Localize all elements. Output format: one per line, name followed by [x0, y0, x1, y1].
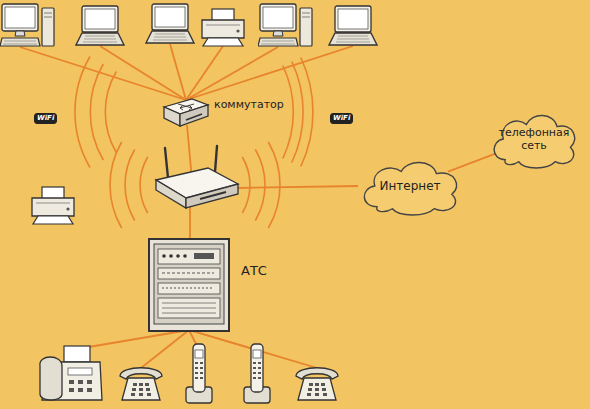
node-label: Интернет [365, 180, 455, 193]
cordless-phone [186, 344, 212, 403]
wifi-wave [292, 62, 303, 162]
cable [186, 47, 278, 100]
router-antenna [215, 146, 217, 172]
wifi-wave [90, 65, 103, 160]
wifi-wave [110, 143, 121, 228]
cable [186, 46, 223, 100]
laptop [76, 6, 124, 45]
switch-shape [162, 96, 210, 128]
printer [202, 9, 244, 46]
wifi-wave [105, 72, 116, 152]
pbx-box: АТС [148, 238, 230, 332]
node-label: коммутатор [214, 98, 284, 111]
pbx-cabinet-shape [148, 238, 230, 332]
router-lights [200, 192, 226, 199]
wifi-logo: WiFi [330, 113, 353, 124]
cable [189, 205, 191, 240]
internet-cloud: Интернет [355, 155, 465, 217]
router-antenna [165, 148, 168, 178]
router-side [156, 180, 186, 208]
wifi-waves [75, 57, 313, 228]
network-link [448, 152, 499, 171]
cable [186, 46, 353, 100]
wifi-wave [283, 66, 293, 158]
wifi-logo: WiFi [34, 113, 57, 124]
cable [141, 330, 189, 368]
network-switch: коммутатор [162, 96, 210, 128]
cable-group [20, 44, 358, 368]
router [156, 146, 238, 208]
cable [170, 44, 186, 100]
wifi-wave [301, 58, 313, 166]
telephone-network-cloud: телефонная сеть [486, 108, 582, 170]
fax-machine [40, 346, 102, 400]
router-front [186, 184, 238, 208]
wifi-wave [140, 158, 147, 213]
cable [20, 47, 186, 100]
cable [236, 186, 358, 188]
node-label: АТС [241, 264, 267, 277]
desktop-computer [0, 4, 54, 46]
wifi-wave [125, 150, 134, 220]
desk-phone [296, 368, 338, 400]
wifi-wave [256, 150, 265, 220]
laptop [146, 4, 194, 43]
node-label: телефонная сеть [497, 126, 571, 152]
printer [32, 187, 74, 224]
laptop [329, 6, 377, 45]
desktop-computer [258, 4, 312, 46]
desk-phone [120, 368, 162, 400]
wifi-wave [269, 143, 280, 228]
wifi-wave [75, 57, 90, 167]
wifi-wave [243, 158, 250, 213]
cordless-phone [244, 344, 270, 403]
